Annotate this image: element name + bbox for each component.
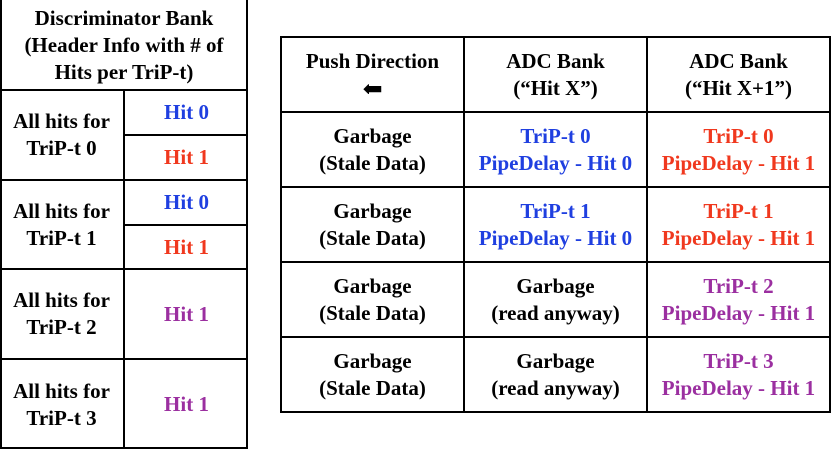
adc-bank-hit-x1-header: ADC Bank (“Hit X+1”) [648, 38, 829, 111]
cell-line: PipeDelay - Hit 1 [661, 300, 816, 325]
adc-row-divider [280, 261, 831, 263]
cell-line: PipeDelay - Hit 1 [661, 150, 816, 175]
cell-line: Garbage [516, 273, 595, 298]
hit-cell: Hit 0 [164, 100, 209, 124]
header-line: ADC Bank [689, 48, 788, 73]
group-label-line: TriP-t 3 [26, 405, 97, 430]
hit-cell: Hit 1 [164, 145, 209, 169]
adc-row-divider [280, 186, 831, 188]
hit-cell: Hit 1 [164, 234, 209, 259]
cell-line: PipeDelay - Hit 1 [661, 225, 816, 250]
cell-line: Garbage [333, 273, 412, 298]
adc-cell: TriP-t 1 PipeDelay - Hit 1 [648, 188, 829, 261]
discriminator-hit-divider [123, 224, 248, 226]
adc-cell: Garbage (Stale Data) [282, 338, 463, 411]
adc-cell: TriP-t 0 PipeDelay - Hit 1 [648, 113, 829, 186]
adc-cell: TriP-t 0 PipeDelay - Hit 0 [465, 113, 646, 186]
cell-line: (Stale Data) [319, 225, 426, 250]
cell-line: Garbage [333, 348, 412, 373]
cell-line: (Stale Data) [319, 375, 426, 400]
adc-cell: TriP-t 1 PipeDelay - Hit 0 [465, 188, 646, 261]
left-arrow-icon: ⬅ [362, 76, 383, 103]
adc-cell: Garbage (Stale Data) [282, 188, 463, 261]
cell-line: Garbage [516, 348, 595, 373]
cell-line: TriP-t 3 [703, 348, 774, 373]
adc-cell: Garbage (Stale Data) [282, 113, 463, 186]
group-label-tript-2: All hits for TriP-t 2 [0, 270, 123, 358]
adc-cell: Garbage (Stale Data) [282, 263, 463, 336]
cell-line: PipeDelay - Hit 1 [661, 375, 816, 400]
discriminator-header-line: Discriminator Bank [34, 6, 214, 30]
adc-bank-hit-x-header: ADC Bank (“Hit X”) [465, 38, 646, 111]
group-label-tript-3: All hits for TriP-t 3 [0, 360, 123, 449]
adc-cell: TriP-t 3 PipeDelay - Hit 1 [648, 338, 829, 411]
header-line: (“Hit X+1”) [684, 75, 793, 100]
adc-column-divider [463, 36, 465, 413]
header-line: (“Hit X”) [513, 75, 598, 100]
adc-cell: Garbage (read anyway) [465, 338, 646, 411]
cell-line: TriP-t 2 [703, 273, 774, 298]
group-label-line: All hits for [13, 378, 110, 403]
hit-cell: Hit 1 [164, 301, 209, 326]
cell-line: (read anyway) [491, 300, 620, 325]
adc-bank-table [280, 36, 831, 413]
cell-line: TriP-t 0 [520, 123, 591, 148]
push-direction-label: Push Direction [305, 48, 440, 73]
cell-line: TriP-t 0 [703, 123, 774, 148]
discriminator-header-line: Hits per TriP-t) [54, 60, 194, 84]
discriminator-hit-divider [123, 134, 248, 136]
cell-line: TriP-t 1 [703, 198, 774, 223]
discriminator-header-line: (Header Info with # of [24, 33, 224, 57]
discriminator-column-divider [123, 89, 125, 449]
cell-line: Garbage [333, 123, 412, 148]
adc-row-divider [280, 111, 831, 113]
cell-line: TriP-t 1 [520, 198, 591, 223]
adc-cell: Garbage (read anyway) [465, 263, 646, 336]
group-label-line: All hits for [13, 198, 110, 223]
hit-cell: Hit 1 [164, 392, 209, 416]
cell-line: PipeDelay - Hit 0 [478, 225, 633, 250]
push-direction-header: Push Direction ⬅ [282, 38, 463, 111]
group-label-tript-1: All hits for TriP-t 1 [0, 181, 123, 268]
group-label-line: All hits for [13, 109, 110, 133]
cell-line: Garbage [333, 198, 412, 223]
cell-line: PipeDelay - Hit 0 [478, 150, 633, 175]
group-label-tript-0: All hits for TriP-t 0 [0, 91, 123, 179]
group-label-line: All hits for [13, 288, 110, 312]
group-label-line: TriP-t 1 [26, 225, 97, 250]
cell-line: (read anyway) [491, 375, 620, 400]
group-label-line: TriP-t 0 [26, 136, 97, 160]
group-label-line: TriP-t 2 [26, 315, 97, 339]
header-line: ADC Bank [506, 48, 605, 73]
cell-line: (Stale Data) [319, 300, 426, 325]
cell-line: (Stale Data) [319, 150, 426, 175]
adc-row-divider [280, 336, 831, 338]
adc-cell: TriP-t 2 PipeDelay - Hit 1 [648, 263, 829, 336]
hit-cell: Hit 0 [164, 190, 209, 214]
adc-column-divider [646, 36, 648, 413]
discriminator-header: Discriminator Bank (Header Info with # o… [2, 2, 246, 89]
